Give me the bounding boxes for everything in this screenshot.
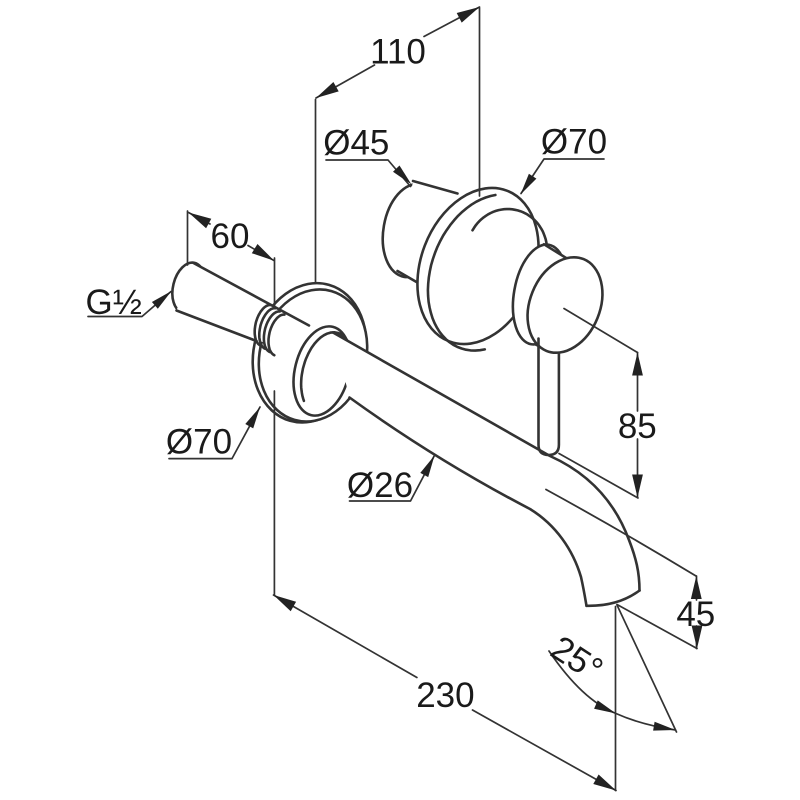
svg-text:Ø70: Ø70 xyxy=(166,422,232,461)
svg-text:110: 110 xyxy=(370,33,426,72)
svg-text:Ø45: Ø45 xyxy=(323,123,389,162)
svg-text:60: 60 xyxy=(211,217,250,256)
svg-text:45: 45 xyxy=(676,595,715,634)
svg-text:G½: G½ xyxy=(85,283,141,322)
svg-text:Ø26: Ø26 xyxy=(347,466,413,505)
svg-text:85: 85 xyxy=(618,407,657,446)
svg-text:230: 230 xyxy=(416,676,474,715)
svg-text:Ø70: Ø70 xyxy=(541,122,607,161)
